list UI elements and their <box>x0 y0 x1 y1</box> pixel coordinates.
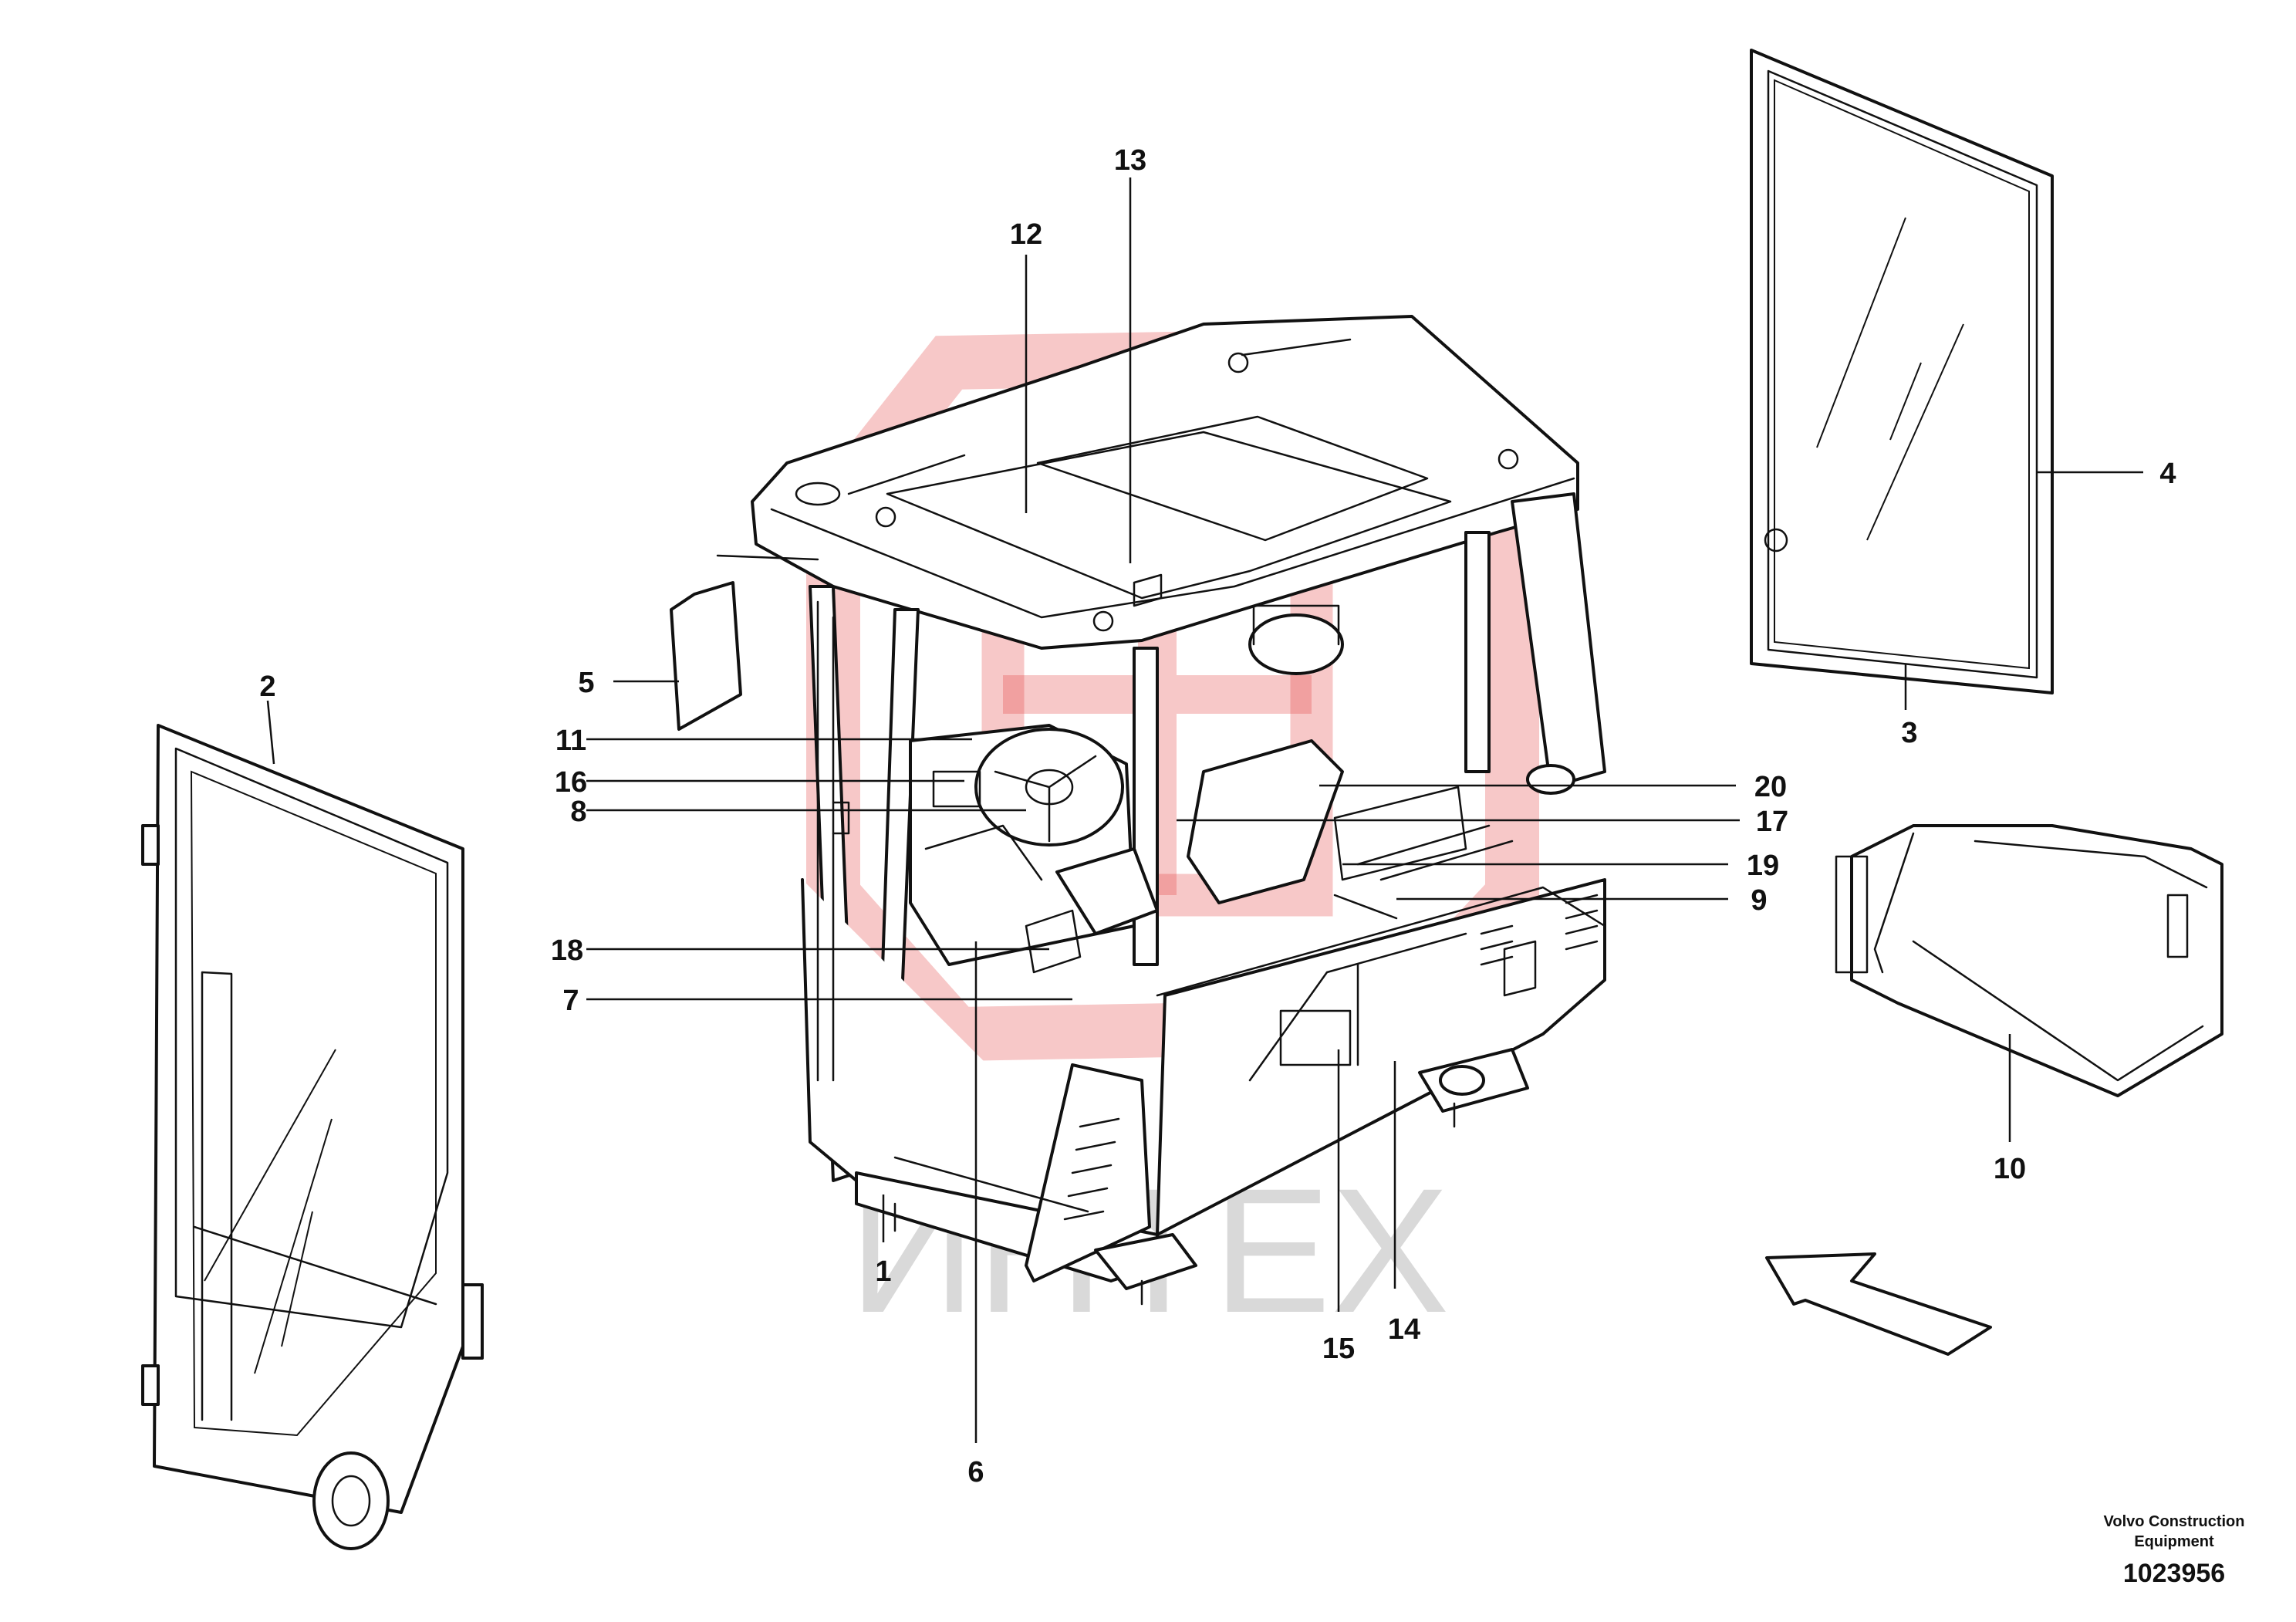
door-part <box>141 724 484 1550</box>
cab-assembly <box>670 315 1606 1306</box>
callout-8: 8 <box>570 796 586 828</box>
callout-10: 10 <box>1994 1153 2026 1185</box>
callout-12: 12 <box>1010 218 1042 251</box>
callout-9: 9 <box>1751 884 1767 917</box>
leader-lines <box>266 177 2143 1443</box>
side-guard-part <box>1835 824 2223 1097</box>
drawing-stamp: Volvo Construction Equipment 1023956 <box>2104 1513 2245 1588</box>
stamp-company-line2: Equipment <box>2134 1533 2214 1550</box>
callout-4: 4 <box>2159 458 2176 490</box>
callout-11: 11 <box>555 725 586 757</box>
stamp-drawing-number: 1023956 <box>2123 1559 2225 1588</box>
callout-13: 13 <box>1114 144 1146 177</box>
callout-20: 20 <box>1754 771 1787 803</box>
callout-2: 2 <box>259 671 275 703</box>
direction-arrow-icon <box>1765 1252 1992 1356</box>
callout-17: 17 <box>1756 806 1788 838</box>
callout-1: 1 <box>875 1255 891 1288</box>
callout-15: 15 <box>1322 1333 1355 1365</box>
callout-6: 6 <box>967 1456 984 1489</box>
stamp-company-line1: Volvo Construction <box>2104 1513 2245 1530</box>
callout-16: 16 <box>555 766 587 799</box>
callout-5: 5 <box>578 667 594 699</box>
leader-2 <box>266 700 275 765</box>
rear-window-part <box>1750 49 2054 694</box>
callout-19: 19 <box>1747 850 1779 882</box>
callout-18: 18 <box>551 934 583 967</box>
callout-3: 3 <box>1901 717 1917 749</box>
callout-7: 7 <box>562 985 579 1017</box>
callout-labels: 1 2 3 4 5 6 7 8 9 10 11 12 13 14 15 16 1… <box>259 144 2176 1489</box>
callout-14: 14 <box>1388 1313 1420 1346</box>
